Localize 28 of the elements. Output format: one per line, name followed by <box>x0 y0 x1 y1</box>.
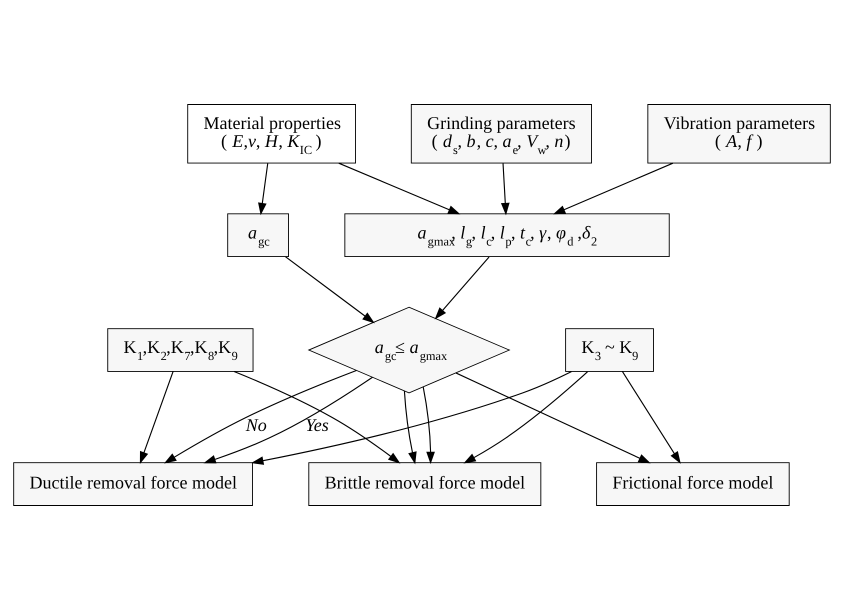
arrow <box>500 163 510 215</box>
arrow <box>462 370 588 463</box>
arrow <box>455 372 650 463</box>
arrow <box>258 163 268 215</box>
node-box: Brittle removal force model <box>308 462 541 506</box>
node-box: a$_{gc}$ <box>226 212 288 257</box>
arrow <box>434 256 489 319</box>
node-box: Frictional force model <box>596 462 790 506</box>
node-box: Vibration parameters ( A, f ) <box>646 104 830 164</box>
node-box: Ductile removal force model <box>12 462 252 506</box>
arrow <box>164 369 356 463</box>
arrow <box>621 370 680 464</box>
arrow <box>284 256 374 323</box>
node-box: K$_{3}$ ~ K$_{9}$ <box>564 328 654 372</box>
arrow <box>552 162 673 214</box>
arrow <box>139 370 174 464</box>
arrow <box>233 370 400 464</box>
node-box: Material properties ( E,v, H, K$_{IC}$ ) <box>186 104 356 164</box>
edge-label: No <box>245 414 266 434</box>
arrow <box>338 162 460 214</box>
node-box: Grinding parameters ( d$_{s}$, b, c, a$_{e}$, V$_{w}$, n) <box>410 104 592 164</box>
arrow <box>202 376 372 463</box>
node-box: K$_{1}$,K$_{2}$,K$_{7}$,K$_{8}$,K$_{9}$ <box>106 328 253 372</box>
node-box: a$_{gmax}$, l$_{g}$, l$_{c}$, l$_{p}$, t$_{c}$, γ, φ$_{d}$ ,δ$_{2}$ <box>344 212 670 257</box>
arrow <box>250 370 572 464</box>
arrow <box>403 390 416 464</box>
arrow <box>422 386 434 464</box>
edge-label: Yes <box>304 414 328 434</box>
